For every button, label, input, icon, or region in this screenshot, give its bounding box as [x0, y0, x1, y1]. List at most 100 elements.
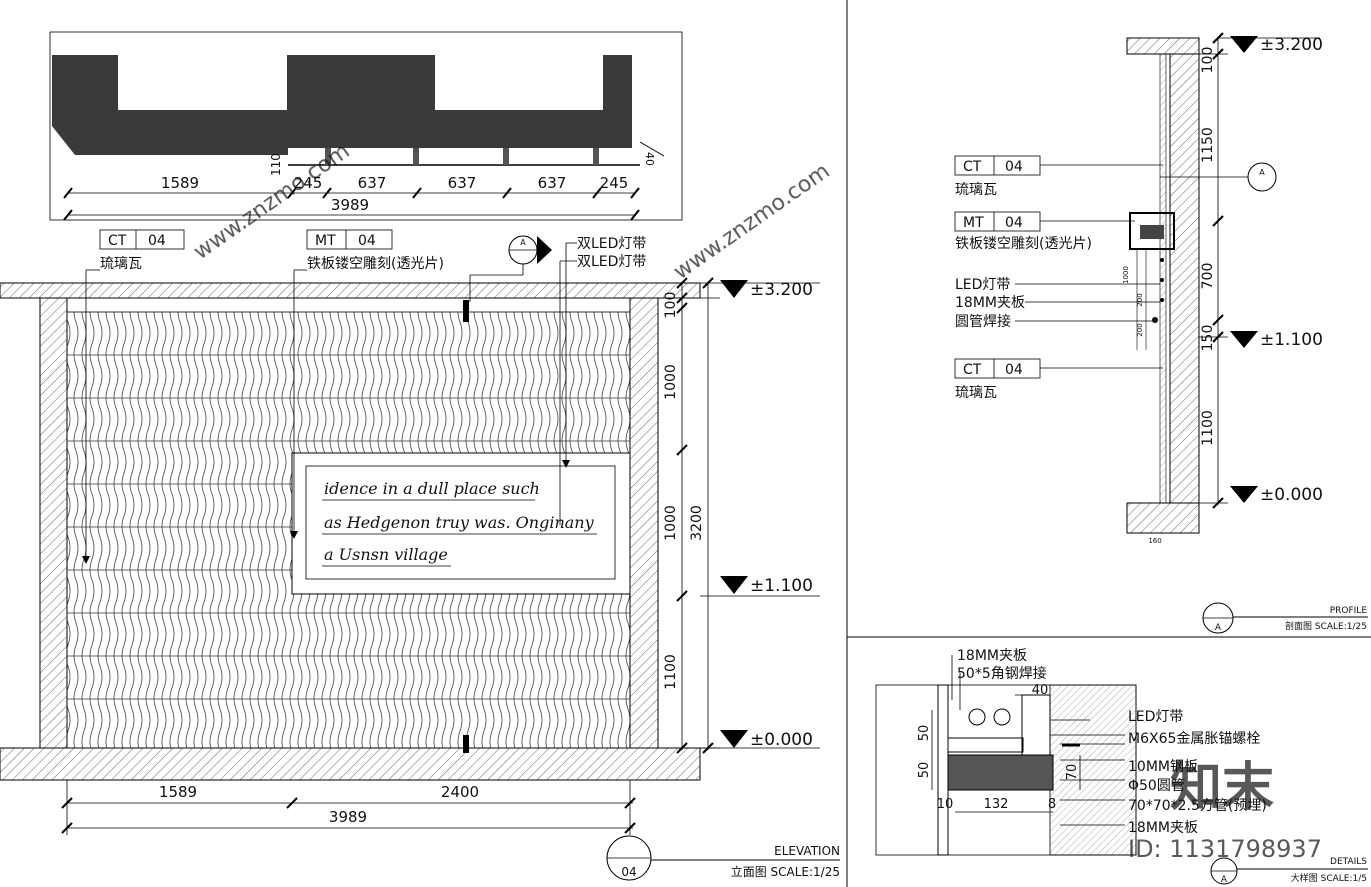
- profile-title-block: A PROFILE 剖面图 SCALE:1/25: [1202, 602, 1368, 634]
- svg-text:琉璃瓦: 琉璃瓦: [955, 181, 997, 198]
- svg-text:200: 200: [1136, 323, 1144, 336]
- svg-text:1000: 1000: [1122, 266, 1130, 284]
- plan-dim-40: 40: [643, 152, 656, 166]
- svg-text:132: 132: [984, 797, 1009, 812]
- svg-text:CT: CT: [108, 233, 127, 249]
- plan-dim: 1589: [161, 174, 199, 192]
- svg-text:50: 50: [917, 762, 932, 779]
- callout-mt: MT 04 铁板镂空雕刻(透光片): [290, 229, 444, 539]
- svg-text:04: 04: [1005, 159, 1023, 175]
- svg-text:立面图 SCALE:1/25: 立面图 SCALE:1/25: [731, 864, 840, 879]
- svg-text:±0.000: ±0.000: [750, 730, 813, 750]
- profile-label: LED灯带: [955, 277, 1010, 293]
- plan-dim: 245: [600, 174, 629, 192]
- detail-label: M6X65金属胀锚螺栓: [1128, 731, 1260, 747]
- svg-text:A: A: [1215, 623, 1222, 633]
- detail-label: 10MM钢板: [1128, 759, 1198, 775]
- plan-posts: [325, 148, 599, 165]
- svg-text:MT: MT: [963, 215, 984, 231]
- svg-text:100: 100: [663, 292, 679, 319]
- svg-text:知末: 知末: [1170, 758, 1274, 818]
- level-marker: ±0.000: [1230, 485, 1323, 505]
- svg-text:1000: 1000: [663, 364, 679, 400]
- svg-text:04: 04: [621, 865, 636, 879]
- level-marker: ±0.000: [720, 730, 813, 750]
- profile-label: 圆管焊接: [955, 313, 1011, 330]
- detail-label: 18MM夹板: [1128, 820, 1198, 836]
- svg-text:±3.200: ±3.200: [750, 280, 813, 300]
- plan-dim-110: 110: [269, 153, 283, 176]
- svg-text:8: 8: [1048, 797, 1056, 812]
- svg-text:04: 04: [358, 233, 376, 249]
- svg-text:160: 160: [1148, 537, 1161, 545]
- elev-dim-ticks: [676, 277, 714, 754]
- svg-text:ID: 1131798937: ID: 1131798937: [1128, 835, 1322, 863]
- level-marker: ±3.200: [720, 280, 813, 300]
- plan-dim: 637: [358, 174, 387, 192]
- elevation-view: idence in a dull place such as Hedgenon …: [0, 229, 840, 881]
- svg-text:CT: CT: [963, 159, 982, 175]
- plan-dim-ticks: [63, 187, 640, 221]
- detail-label: 18MM夹板: [957, 648, 1027, 664]
- detail-label: LED灯带: [1128, 709, 1183, 725]
- svg-text:1100: 1100: [1200, 410, 1216, 446]
- svg-text:A: A: [1259, 168, 1265, 177]
- svg-text:3989: 3989: [329, 808, 367, 826]
- svg-text:150: 150: [1200, 325, 1216, 352]
- svg-text:www.znzmo.com: www.znzmo.com: [669, 159, 834, 285]
- svg-text:10: 10: [937, 797, 954, 812]
- svg-text:±1.100: ±1.100: [1260, 330, 1323, 350]
- sheet-frame: [846, 0, 1371, 887]
- svg-text:04: 04: [148, 233, 166, 249]
- detail-label: 50*5角钢焊接: [957, 665, 1047, 682]
- svg-text:700: 700: [1200, 263, 1216, 290]
- svg-text:3200: 3200: [689, 505, 705, 541]
- led-label: 双LED灯带: [577, 254, 646, 270]
- level-marker: ±3.200: [1230, 35, 1323, 55]
- svg-text:100: 100: [1200, 47, 1216, 74]
- panel-line: idence in a dull place such: [324, 479, 540, 498]
- profile-view: 1000 200 200 160 CT 04 琉璃瓦 MT 04 铁板镂空雕刻(…: [954, 32, 1368, 634]
- elevation-title-block: 04 ELEVATION 立面图 SCALE:1/25: [606, 835, 840, 881]
- svg-text:40: 40: [1032, 683, 1049, 698]
- profile-callout: CT 04 琉璃瓦: [954, 358, 1163, 401]
- profile-callout: MT 04 铁板镂空雕刻(透光片): [954, 211, 1135, 252]
- svg-text:DETAILS: DETAILS: [1330, 857, 1367, 867]
- profile-label: 18MM夹板: [955, 295, 1025, 311]
- engraved-panel: [291, 452, 631, 595]
- plan-dim: 245: [294, 174, 323, 192]
- svg-text:1000: 1000: [663, 505, 679, 541]
- svg-text:±0.000: ±0.000: [1260, 485, 1323, 505]
- svg-text:50: 50: [917, 725, 932, 742]
- svg-text:铁板镂空雕刻(透光片): 铁板镂空雕刻(透光片): [955, 236, 1092, 252]
- detail-view: 18MM夹板 50*5角钢焊接 LED灯带 M6X65金属胀锚螺栓 10MM钢板…: [875, 648, 1368, 885]
- svg-text:A: A: [520, 238, 526, 247]
- svg-text:ELEVATION: ELEVATION: [774, 844, 840, 858]
- detail-label: 70*70*2.5方管(预埋): [1128, 798, 1267, 814]
- svg-text:大样图 SCALE:1/5: 大样图 SCALE:1/5: [1291, 872, 1367, 884]
- detail-title-block: A DETAILS 大样图 SCALE:1/5: [1210, 857, 1368, 885]
- section-marker-a: A: [469, 235, 552, 302]
- svg-text:04: 04: [1005, 362, 1023, 378]
- panel-line: as Hedgenon truy was. Onginany: [324, 513, 595, 532]
- svg-text:琉璃瓦: 琉璃瓦: [100, 255, 142, 272]
- svg-text:±3.200: ±3.200: [1260, 35, 1323, 55]
- svg-text:琉璃瓦: 琉璃瓦: [955, 384, 997, 401]
- callout-ct: CT 04 琉璃瓦: [82, 229, 185, 564]
- svg-text:MT: MT: [315, 233, 336, 249]
- svg-text:1589: 1589: [159, 783, 197, 801]
- plan-slab: [52, 55, 632, 148]
- plan-dim: 637: [538, 174, 567, 192]
- plan-dim: 637: [448, 174, 477, 192]
- plan-dim-total: 3989: [331, 196, 369, 214]
- svg-text:1100: 1100: [663, 654, 679, 690]
- svg-text:CT: CT: [963, 362, 982, 378]
- svg-text:200: 200: [1136, 293, 1144, 306]
- svg-text:PROFILE: PROFILE: [1330, 606, 1368, 616]
- profile-callout: CT 04 琉璃瓦: [954, 155, 1163, 198]
- level-marker: ±1.100: [1230, 330, 1323, 350]
- svg-text:A: A: [1221, 875, 1228, 885]
- svg-text:1150: 1150: [1200, 127, 1216, 163]
- plan-view: 40 110 1589 245 637 637 637 245 3989: [49, 31, 683, 221]
